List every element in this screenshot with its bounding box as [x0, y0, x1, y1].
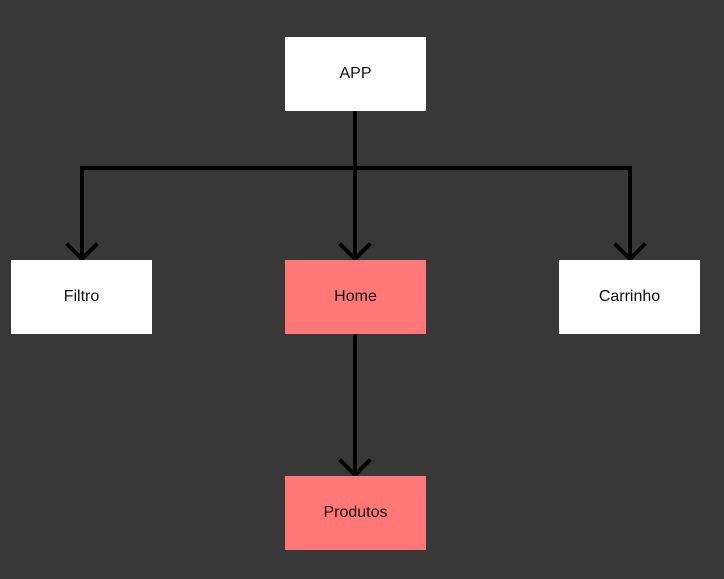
node-filtro[interactable]: Filtro	[11, 260, 152, 334]
node-filtro-label: Filtro	[63, 288, 100, 305]
node-carrinho-label: Carrinho	[598, 288, 661, 305]
node-carrinho[interactable]: Carrinho	[559, 260, 700, 334]
arrowhead-filtro	[65, 242, 99, 262]
arrowhead-produtos	[338, 458, 372, 478]
node-produtos[interactable]: Produtos	[285, 476, 426, 550]
node-app-label: APP	[339, 65, 372, 82]
node-produtos-label: Produtos	[323, 504, 388, 521]
node-home-label: Home	[334, 288, 377, 305]
arrowhead-carrinho	[613, 242, 647, 262]
arrowhead-home	[338, 242, 372, 262]
node-app[interactable]: APP	[285, 37, 426, 111]
node-home[interactable]: Home	[285, 260, 426, 334]
